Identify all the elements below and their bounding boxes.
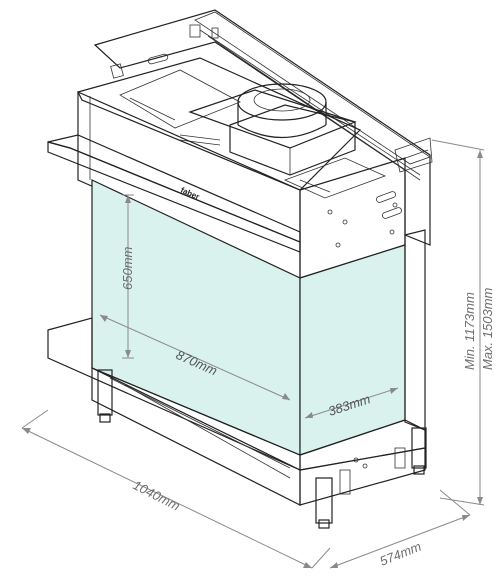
dimension-lines [21,139,485,569]
dim-650mm: 650mm [120,246,135,290]
dim-height-max: Max. 1503mm [480,287,495,370]
front-glass [91,179,301,456]
bottom-base [47,317,427,529]
top-flange [47,134,301,253]
side-glass [299,244,406,456]
glass-panels [91,179,426,456]
dim-1040mm: 1040mm [131,477,183,513]
dim-height-min: Min. 1173mm [462,292,477,370]
dim-574mm: 574mm [378,539,424,569]
